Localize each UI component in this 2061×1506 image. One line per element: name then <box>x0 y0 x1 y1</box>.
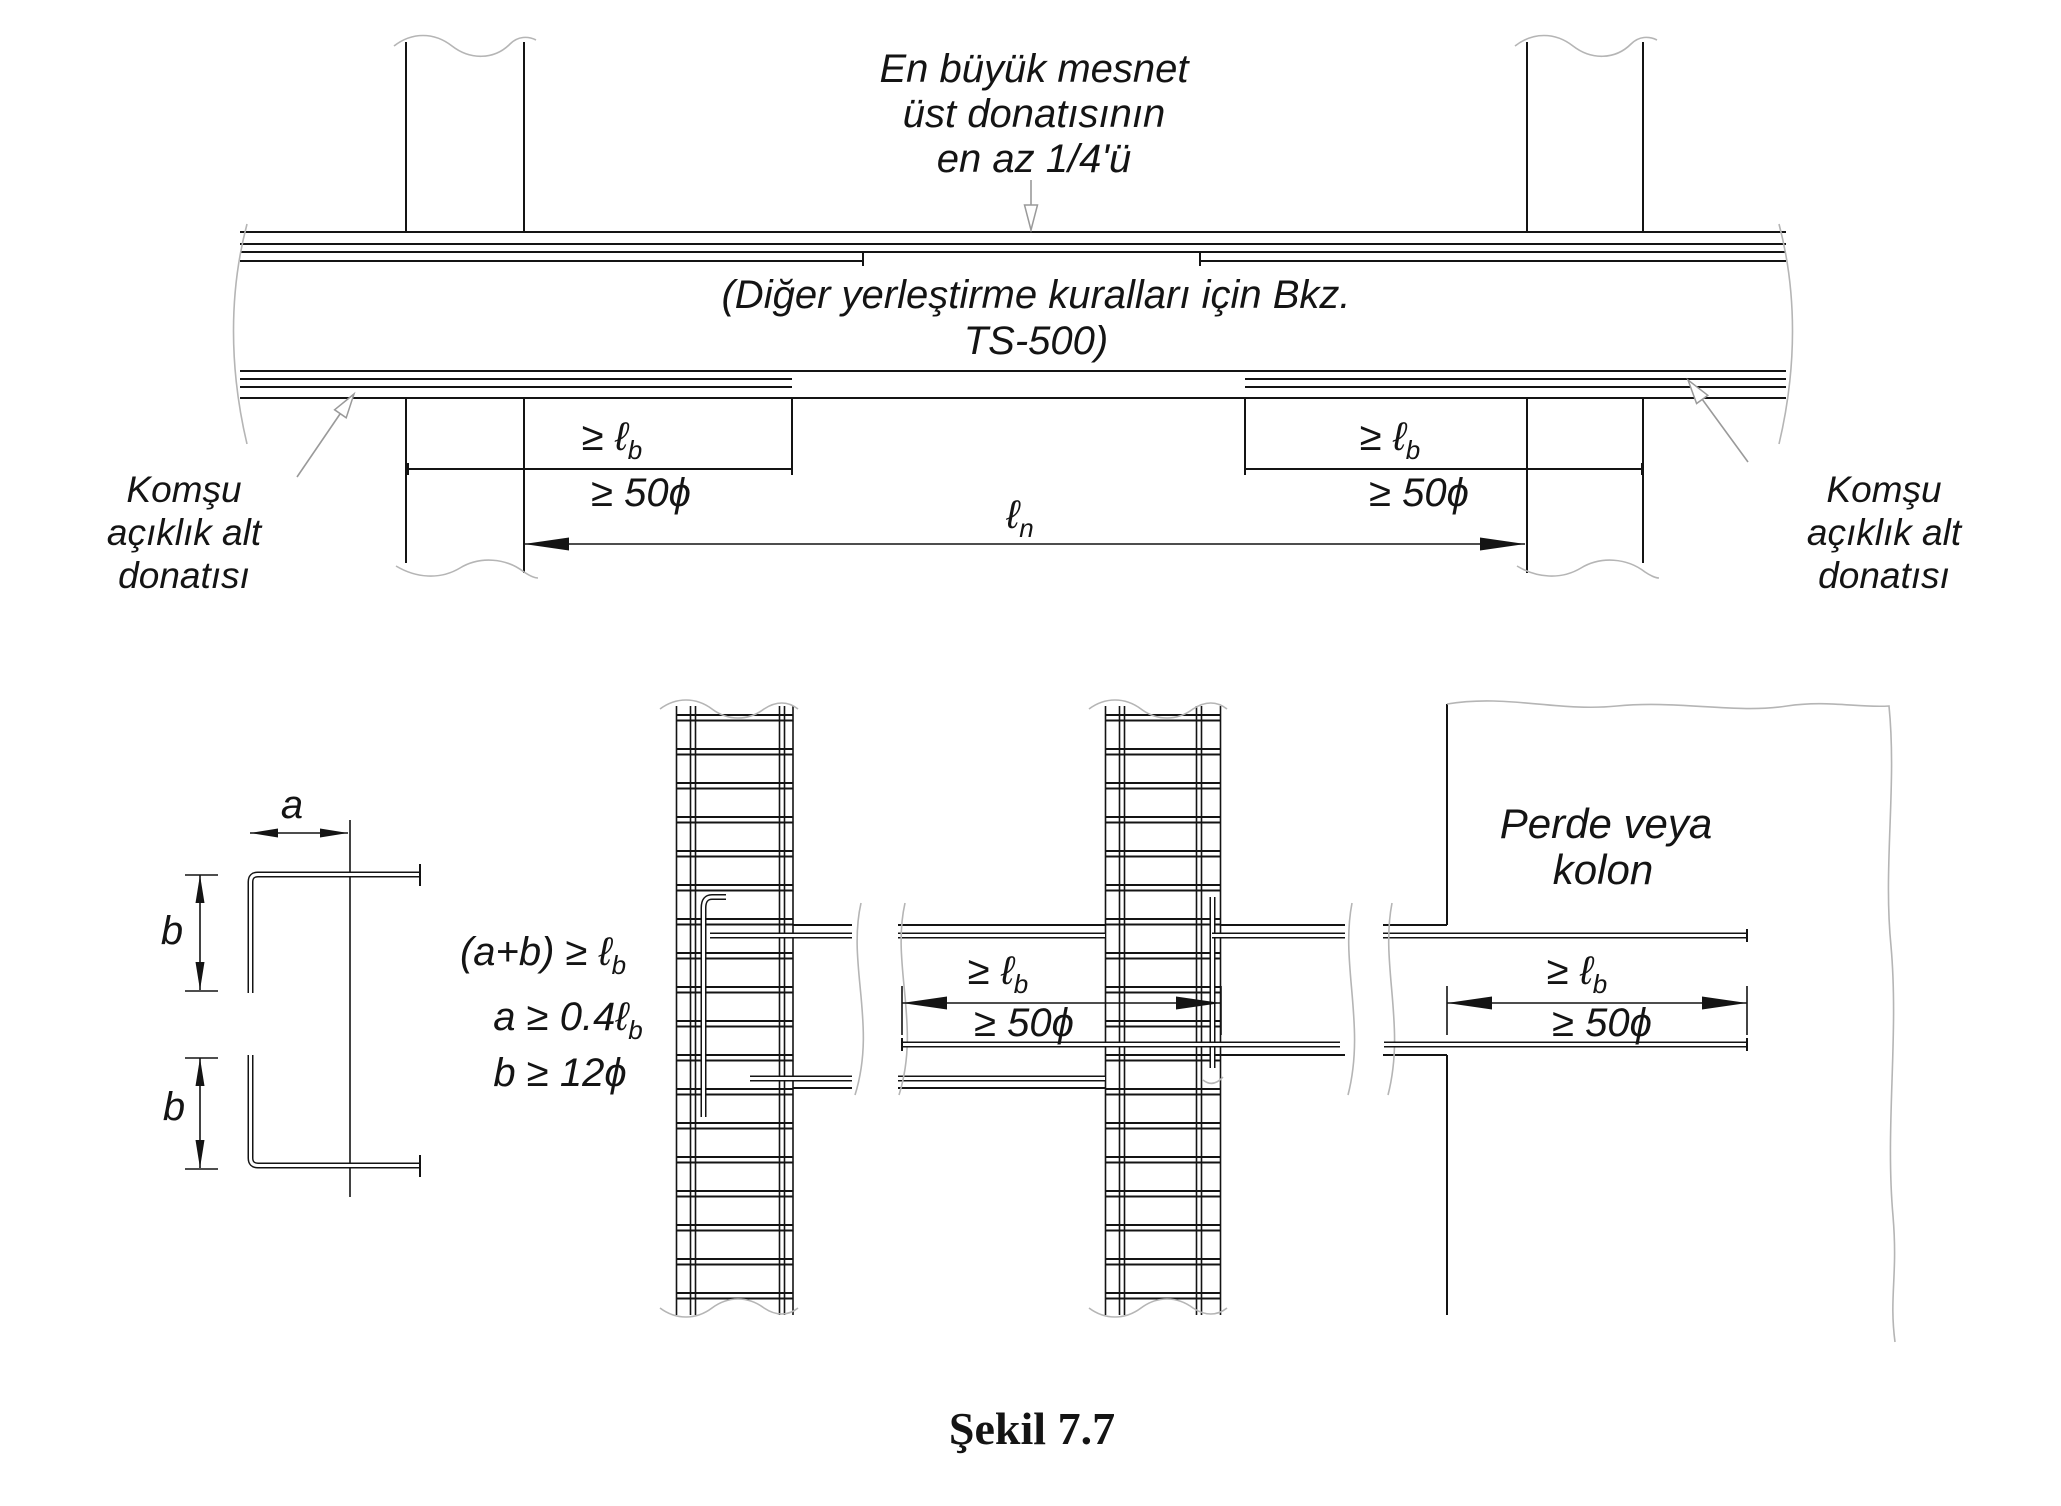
bottom-hook-bar <box>247 1055 420 1169</box>
break-line-right <box>1778 223 1794 445</box>
hook-bar-middle-column <box>1202 897 1224 1085</box>
b-top-arrow-up <box>195 875 205 903</box>
support-column-right <box>1516 398 1660 579</box>
dim-wall-lb-label: ≥ ℓb <box>1547 949 1607 999</box>
arrowhead-right <box>1702 996 1747 1010</box>
wall-label-line-1: Perde veya <box>1500 800 1712 847</box>
formula-3: b ≥ 12ϕ <box>493 1051 626 1095</box>
span-length-label: ℓn <box>1005 493 1033 543</box>
beam-top-bars <box>240 231 1786 253</box>
arrowhead-left <box>902 996 947 1010</box>
right-label-line-2: açıklık alt <box>1807 512 1963 553</box>
support-column-left <box>395 398 539 579</box>
figure-caption: Şekil 7.7 <box>949 1403 1115 1454</box>
left-leader-arrow-icon <box>333 391 356 419</box>
left-label-line-2: açıklık alt <box>107 512 263 553</box>
beam-bottom-cutoff-bars <box>240 378 1786 388</box>
formula-1: (a+b) ≥ ℓb <box>460 930 626 980</box>
arrowhead-left <box>1447 996 1492 1010</box>
anchored-bottom-bar <box>901 1038 1748 1051</box>
note-line-3: en az 1/4'ü <box>937 137 1131 181</box>
column-ladder-left <box>659 699 799 1318</box>
upper-column-right <box>1514 34 1658 231</box>
right-leader-arrow-icon <box>1686 377 1710 405</box>
dim-left-lb-label: ≥ ℓb <box>582 415 642 465</box>
note-line-2: üst donatısının <box>903 92 1165 136</box>
b-bottom-arrow-down <box>195 1140 205 1168</box>
anchorage-box-left: ≥ ℓb ≥ 50ϕ <box>407 398 793 515</box>
code-note-line-2: TS-500) <box>964 319 1109 363</box>
bar-end-caps <box>901 1038 1748 1051</box>
dim-mid-phi-label: ≥ 50ϕ <box>974 1001 1074 1045</box>
anchorage-box-right: ≥ ℓb ≥ 50ϕ <box>1244 398 1643 515</box>
right-label-leader-line <box>1701 398 1749 463</box>
hook-detail: a b b <box>161 783 421 1197</box>
hook-bar-left-column <box>700 894 726 1117</box>
break-line-left <box>232 223 248 445</box>
dim-right-phi-label: ≥ 50ϕ <box>1369 471 1469 515</box>
dim-mid-lb-label: ≥ ℓb <box>968 949 1028 999</box>
dimension-middle: ≥ ℓb ≥ 50ϕ <box>901 949 1222 1045</box>
adjacent-span-label-right: Komşu açıklık alt donatısı <box>1686 377 1963 596</box>
b-bottom-arrow-up <box>195 1058 205 1086</box>
break-line-left-span <box>854 902 909 1096</box>
top-note: En büyük mesnet üst donatısının en az 1/… <box>879 47 1190 233</box>
break-line-right-span <box>1347 902 1396 1096</box>
column-ladder-middle <box>1088 699 1228 1318</box>
left-label-line-1: Komşu <box>126 469 241 510</box>
dim-right-lb-label: ≥ ℓb <box>1360 415 1420 465</box>
code-note-line-1: (Diğer yerleştirme kuralları için Bkz. <box>721 273 1350 317</box>
beam-right-span <box>1212 902 1748 1096</box>
right-label-line-3: donatısı <box>1818 555 1950 596</box>
dim-b-top-label: b <box>161 909 183 953</box>
b-top-arrow-down <box>195 962 205 990</box>
arrowhead-right <box>1480 537 1525 551</box>
left-label-leader-line <box>296 413 341 478</box>
dimension-wall: ≥ ℓb ≥ 50ϕ <box>1446 949 1748 1045</box>
beam-bottom-bars <box>240 370 1786 399</box>
wall-label-line-2: kolon <box>1553 846 1653 893</box>
right-label-line-1: Komşu <box>1826 469 1941 510</box>
top-hook-bar <box>247 871 420 993</box>
left-label-line-3: donatısı <box>118 555 250 596</box>
dim-b-bottom-label: b <box>163 1085 185 1129</box>
clear-span-dimension: ℓn <box>524 493 1525 551</box>
beam-top-cutoff-bars <box>240 253 1786 266</box>
arrowhead-right <box>1176 996 1221 1010</box>
arrowhead-left <box>524 537 569 551</box>
hook-formulas: (a+b) ≥ ℓb a ≥ 0.4ℓb b ≥ 12ϕ <box>460 930 643 1095</box>
dim-a-label: a <box>281 783 303 827</box>
upper-column-left <box>393 34 537 231</box>
beam-section <box>232 223 1794 445</box>
beam-left-span <box>710 902 1105 1096</box>
a-arrow-right <box>320 828 348 838</box>
top-detail-diagram: ≥ ℓb ≥ 50ϕ ≥ ℓb ≥ 50ϕ ℓn En büyük mesnet… <box>107 34 1963 596</box>
shear-wall: Perde veya kolon <box>1446 700 1896 1343</box>
code-reference-note: (Diğer yerleştirme kuralları için Bkz. T… <box>721 273 1350 363</box>
a-arrow-left <box>250 828 278 838</box>
note-leader-arrow-icon <box>1023 204 1039 233</box>
adjacent-span-label-left: Komşu açıklık alt donatısı <box>107 391 356 596</box>
bottom-detail-diagram: Perde veya kolon <box>161 699 1896 1343</box>
formula-2: a ≥ 0.4ℓb <box>493 995 642 1045</box>
note-line-1: En büyük mesnet <box>879 47 1190 91</box>
dim-left-phi-label: ≥ 50ϕ <box>591 471 691 515</box>
dim-wall-phi-label: ≥ 50ϕ <box>1552 1001 1652 1045</box>
